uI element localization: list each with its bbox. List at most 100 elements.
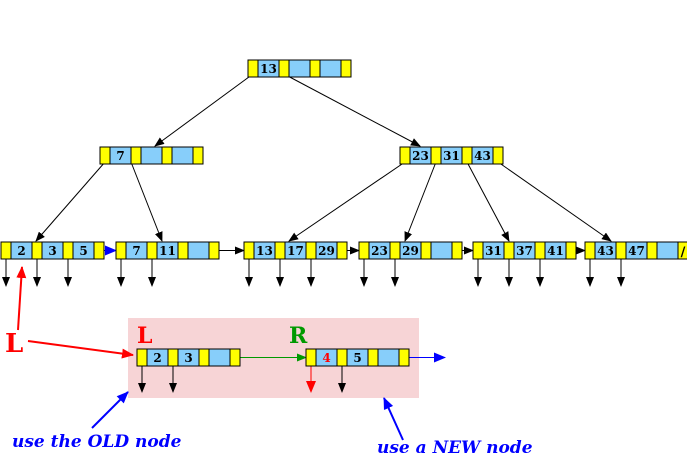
pointer-slot xyxy=(247,59,259,78)
caption-use-new-node: use a NEW node xyxy=(377,438,533,458)
key-slot xyxy=(171,146,194,165)
node-key: 29 xyxy=(402,244,419,258)
pointer-slot xyxy=(161,146,173,165)
node-key: 13 xyxy=(256,244,273,258)
node-key: 2 xyxy=(17,244,25,258)
pointer-slot xyxy=(208,241,220,260)
node-key: 31 xyxy=(485,244,502,258)
node-key: 7 xyxy=(132,244,140,258)
leaf-node-4: 23 29 xyxy=(358,241,463,260)
edge-23-p1 xyxy=(404,161,437,242)
pointer-slot xyxy=(229,348,241,367)
key-slot xyxy=(288,59,311,78)
node-key: 29 xyxy=(318,244,335,258)
pointer-slot xyxy=(420,241,432,260)
internal-node-7: 7 xyxy=(99,146,204,165)
node-key: 17 xyxy=(287,244,304,258)
null-pointer-symbol: / xyxy=(681,245,686,260)
pointer-slot xyxy=(31,241,43,260)
node-key: 23 xyxy=(412,149,429,163)
pointer-slot xyxy=(243,241,255,260)
pointer-slot xyxy=(62,241,74,260)
pointer-slot xyxy=(461,146,473,165)
leaf-node-3: 13 17 29 xyxy=(243,241,348,260)
pointer-slot xyxy=(451,241,463,260)
pointer-slot xyxy=(0,241,12,260)
pointer-slot xyxy=(677,241,687,260)
label-new-node-R: R xyxy=(289,323,308,349)
key-slot xyxy=(187,241,210,260)
pointer-slot xyxy=(305,348,317,367)
node-key: 23 xyxy=(371,244,388,258)
pointer-slot xyxy=(340,59,352,78)
node-key: 4 xyxy=(322,351,330,365)
node-key: 41 xyxy=(547,244,564,258)
node-key: 2 xyxy=(153,351,161,365)
edge-23-p0 xyxy=(288,161,406,242)
node-key: 13 xyxy=(260,62,277,76)
key-slot xyxy=(208,348,231,367)
internal-node-23-31-43: 23 31 43 xyxy=(399,146,504,165)
pointer-slot xyxy=(472,241,484,260)
pointer-slot xyxy=(115,241,127,260)
node-key: 43 xyxy=(474,149,491,163)
node-key: 47 xyxy=(628,244,645,258)
pointer-slot xyxy=(177,241,189,260)
edge-23-p2 xyxy=(466,161,510,242)
arrow-L-to-first-leaf xyxy=(16,266,27,331)
pointer-slot xyxy=(274,241,286,260)
label-big-L: L xyxy=(5,329,23,359)
pointer-slot xyxy=(398,348,410,367)
key-slot xyxy=(319,59,342,78)
node-key: 11 xyxy=(159,244,176,258)
key-slot xyxy=(430,241,453,260)
pointer-slot xyxy=(534,241,546,260)
pointer-slot xyxy=(358,241,370,260)
pointer-slot xyxy=(430,146,442,165)
pointer-slot xyxy=(305,241,317,260)
pointer-slot xyxy=(309,59,321,78)
pointer-slot xyxy=(389,241,401,260)
pointer-slot xyxy=(336,241,348,260)
pointer-slot xyxy=(130,146,142,165)
root-node: 13 xyxy=(247,59,352,78)
key-slot xyxy=(377,348,400,367)
leaf-node-5: 31 37 41 xyxy=(472,241,577,260)
edge-7-right xyxy=(130,161,163,242)
pointer-slot xyxy=(136,348,148,367)
pointer-slot xyxy=(399,146,411,165)
edge-7-left xyxy=(35,161,106,242)
key-slot xyxy=(656,241,679,260)
node-key: 5 xyxy=(79,244,87,258)
pointer-slot xyxy=(278,59,290,78)
pointer-slot xyxy=(336,348,348,367)
node-key: 5 xyxy=(353,351,361,365)
tree-edges xyxy=(2,73,625,441)
edge-root-to-right xyxy=(283,73,421,147)
pointer-slot xyxy=(99,146,111,165)
arrow-caption-new xyxy=(383,397,404,441)
caption-use-old-node: use the OLD node xyxy=(12,432,182,452)
leaf-node-2: 7 11 xyxy=(115,241,220,260)
node-key: 7 xyxy=(116,149,124,163)
pointer-slot xyxy=(146,241,158,260)
pointer-slot xyxy=(565,241,577,260)
pointer-slot xyxy=(584,241,596,260)
node-key: 3 xyxy=(48,244,56,258)
node-key: 37 xyxy=(516,244,533,258)
arrow-L-to-old-node xyxy=(27,340,134,359)
edge-23-p3 xyxy=(497,161,612,242)
node-key: 3 xyxy=(184,351,192,365)
pointer-slot xyxy=(198,348,210,367)
pointer-slot xyxy=(367,348,379,367)
pointer-slot xyxy=(615,241,627,260)
label-old-node-L: L xyxy=(137,323,152,349)
key-slot xyxy=(140,146,163,165)
pointer-slot xyxy=(93,241,105,260)
node-key: 31 xyxy=(443,149,460,163)
